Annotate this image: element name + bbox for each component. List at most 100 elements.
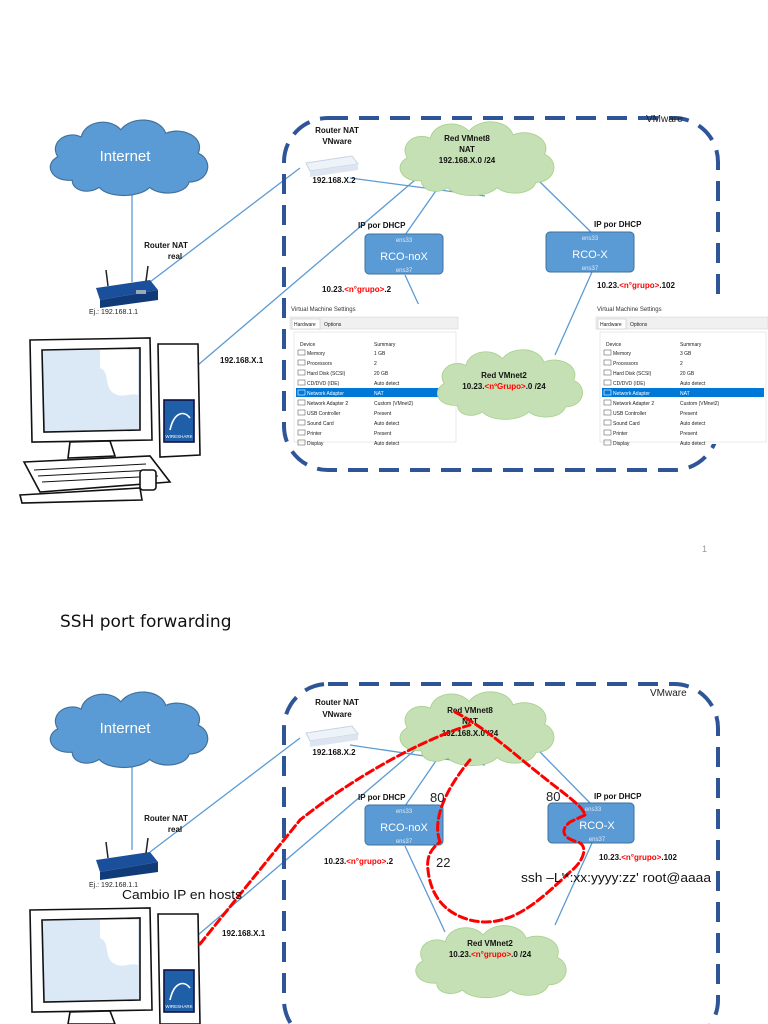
s2-vm-rcox-if-bottom: ens37 <box>589 837 606 843</box>
device-summary: 1 GB <box>374 351 386 357</box>
port-22: 22 <box>436 855 450 870</box>
device-column-header: Device <box>606 342 622 348</box>
router-vmware-label-2: VNware <box>322 137 352 146</box>
s2-link-router-vmware-nat <box>149 737 301 853</box>
device-name[interactable]: Sound Card <box>613 421 640 427</box>
s2-router-vmware-ip: 192.168.X.2 <box>312 748 356 757</box>
device-name[interactable]: Printer <box>613 431 628 437</box>
device-icon <box>603 429 612 436</box>
s2-link-pc-vmnet8 <box>197 749 416 936</box>
s2-vm-rcox-if-top: ens33 <box>585 807 602 813</box>
vm-settings-title: Virtual Machine Settings <box>291 307 356 313</box>
tab-hardware[interactable] <box>597 318 627 330</box>
s2-vmware-boundary <box>282 682 720 1024</box>
vm-rconox-ip: 10.23.<n°grupo>.2 <box>322 285 392 294</box>
selected-row-highlight[interactable] <box>296 388 454 397</box>
device-icon <box>603 409 612 416</box>
device-name[interactable]: Display <box>613 441 630 447</box>
device-name[interactable]: Processors <box>307 361 333 367</box>
selected-row-highlight[interactable] <box>602 388 764 397</box>
link-pc-vmnet8 <box>197 179 416 366</box>
vm-settings-tabbar <box>595 316 768 330</box>
device-summary: Present <box>374 431 392 437</box>
s2-vmnet2-cloud-icon <box>415 925 567 999</box>
wireshark-logo-text: WIRESHARK <box>165 434 192 439</box>
tab-options-label[interactable]: Options <box>324 322 342 328</box>
s2-link-rconox-vmnet2 <box>404 845 446 933</box>
device-name[interactable]: Network Adapter 2 <box>613 401 654 407</box>
device-name[interactable]: Network Adapter 2 <box>307 401 348 407</box>
device-name[interactable]: Network Adapter <box>307 391 344 397</box>
internet-label: Internet <box>100 148 152 165</box>
s2-vm-rcox-box <box>547 802 635 844</box>
device-icon <box>603 399 612 406</box>
ssh-tunnel-path-host <box>198 723 472 946</box>
device-icon <box>297 349 306 356</box>
s2-link-rcox-vmnet2 <box>554 842 593 926</box>
s2-router-real-icon <box>96 837 158 880</box>
vmnet8-label-3: 192.168.X.0 /24 <box>439 156 496 165</box>
s2-router-real-label-2: real <box>168 825 182 834</box>
vmware-boundary <box>282 116 720 472</box>
device-name[interactable]: CD/DVD (IDE) <box>307 381 340 387</box>
device-summary: Auto detect <box>374 441 400 447</box>
device-icon <box>603 379 612 386</box>
cambio-ip-label: Cambio IP en hosts <box>122 887 243 902</box>
device-icon <box>297 359 306 366</box>
device-name[interactable]: Display <box>307 441 324 447</box>
tab-options-label[interactable]: Options <box>630 322 648 328</box>
s2-dhcp-left-label: IP por DHCP <box>358 793 406 802</box>
s2-router-real-ip: Ej.: 192.168.1.1 <box>89 882 138 889</box>
device-name[interactable]: USB Controller <box>613 411 647 417</box>
vmware-label: VMware <box>646 114 683 125</box>
vmnet2-label-2: 10.23.<nºGrupo>.0 /24 <box>462 382 546 391</box>
s2-vmware-label: VMware <box>650 688 687 699</box>
device-name[interactable]: Memory <box>613 351 632 357</box>
device-name[interactable]: Printer <box>307 431 322 437</box>
device-name[interactable]: Hard Disk (SCSI) <box>613 371 652 377</box>
ssh-command-label: ssh –L'*:xx:yyyy:zz' root@aaaa <box>521 870 712 885</box>
link-vmnet8-rcox <box>539 181 593 234</box>
ssh-tunnel-path-rcox <box>426 813 587 924</box>
device-icon <box>297 379 306 386</box>
vm-rconox-box <box>364 233 444 275</box>
device-name[interactable]: Memory <box>307 351 326 357</box>
device-name[interactable]: Sound Card <box>307 421 334 427</box>
device-summary: Auto detect <box>374 421 400 427</box>
device-icon <box>297 439 306 446</box>
vm-rconox-if-bottom: ens37 <box>396 268 413 274</box>
router-vmware-ip: 192.168.X.2 <box>312 176 356 185</box>
device-summary: Custom (VMnet2) <box>680 401 720 407</box>
device-summary: Auto detect <box>680 381 706 387</box>
device-icon <box>297 429 306 436</box>
device-summary: NAT <box>374 391 384 397</box>
device-summary: 2 <box>680 361 683 367</box>
device-icon <box>603 439 612 446</box>
s2-vmnet2-label-2: 10.23.<n°grupo>.0 /24 <box>449 950 532 959</box>
device-icon <box>297 369 306 376</box>
s2-router-vmware-label-1: Router NAT <box>315 698 359 707</box>
device-summary: Present <box>680 431 698 437</box>
vm-rcox-ip: 10.23.<n°grupo>.102 <box>597 281 675 290</box>
port-80-right: 80 <box>546 789 560 804</box>
link-rcox-vmnet2 <box>554 271 593 356</box>
device-name[interactable]: Processors <box>613 361 639 367</box>
vmnet8-label-1: Red VMnet8 <box>444 134 490 143</box>
device-icon <box>603 419 612 426</box>
device-list <box>599 331 767 443</box>
tab-hardware[interactable] <box>291 318 321 330</box>
device-name[interactable]: Hard Disk (SCSI) <box>307 371 346 377</box>
device-name[interactable]: USB Controller <box>307 411 341 417</box>
device-summary: NAT <box>680 391 690 397</box>
device-name[interactable]: Network Adapter <box>613 391 650 397</box>
device-summary: Auto detect <box>374 381 400 387</box>
device-summary: 20 GB <box>374 371 389 377</box>
device-name[interactable]: CD/DVD (IDE) <box>613 381 646 387</box>
device-icon <box>603 359 612 366</box>
vm-rcox-name: RCO-X <box>572 249 608 261</box>
slide2: VMware Internet Router NAT real Ej.: 192… <box>29 682 720 1024</box>
vm-settings-title: Virtual Machine Settings <box>597 307 662 313</box>
tab-hardware-label: Hardware <box>294 322 316 328</box>
device-summary: Auto detect <box>680 441 706 447</box>
